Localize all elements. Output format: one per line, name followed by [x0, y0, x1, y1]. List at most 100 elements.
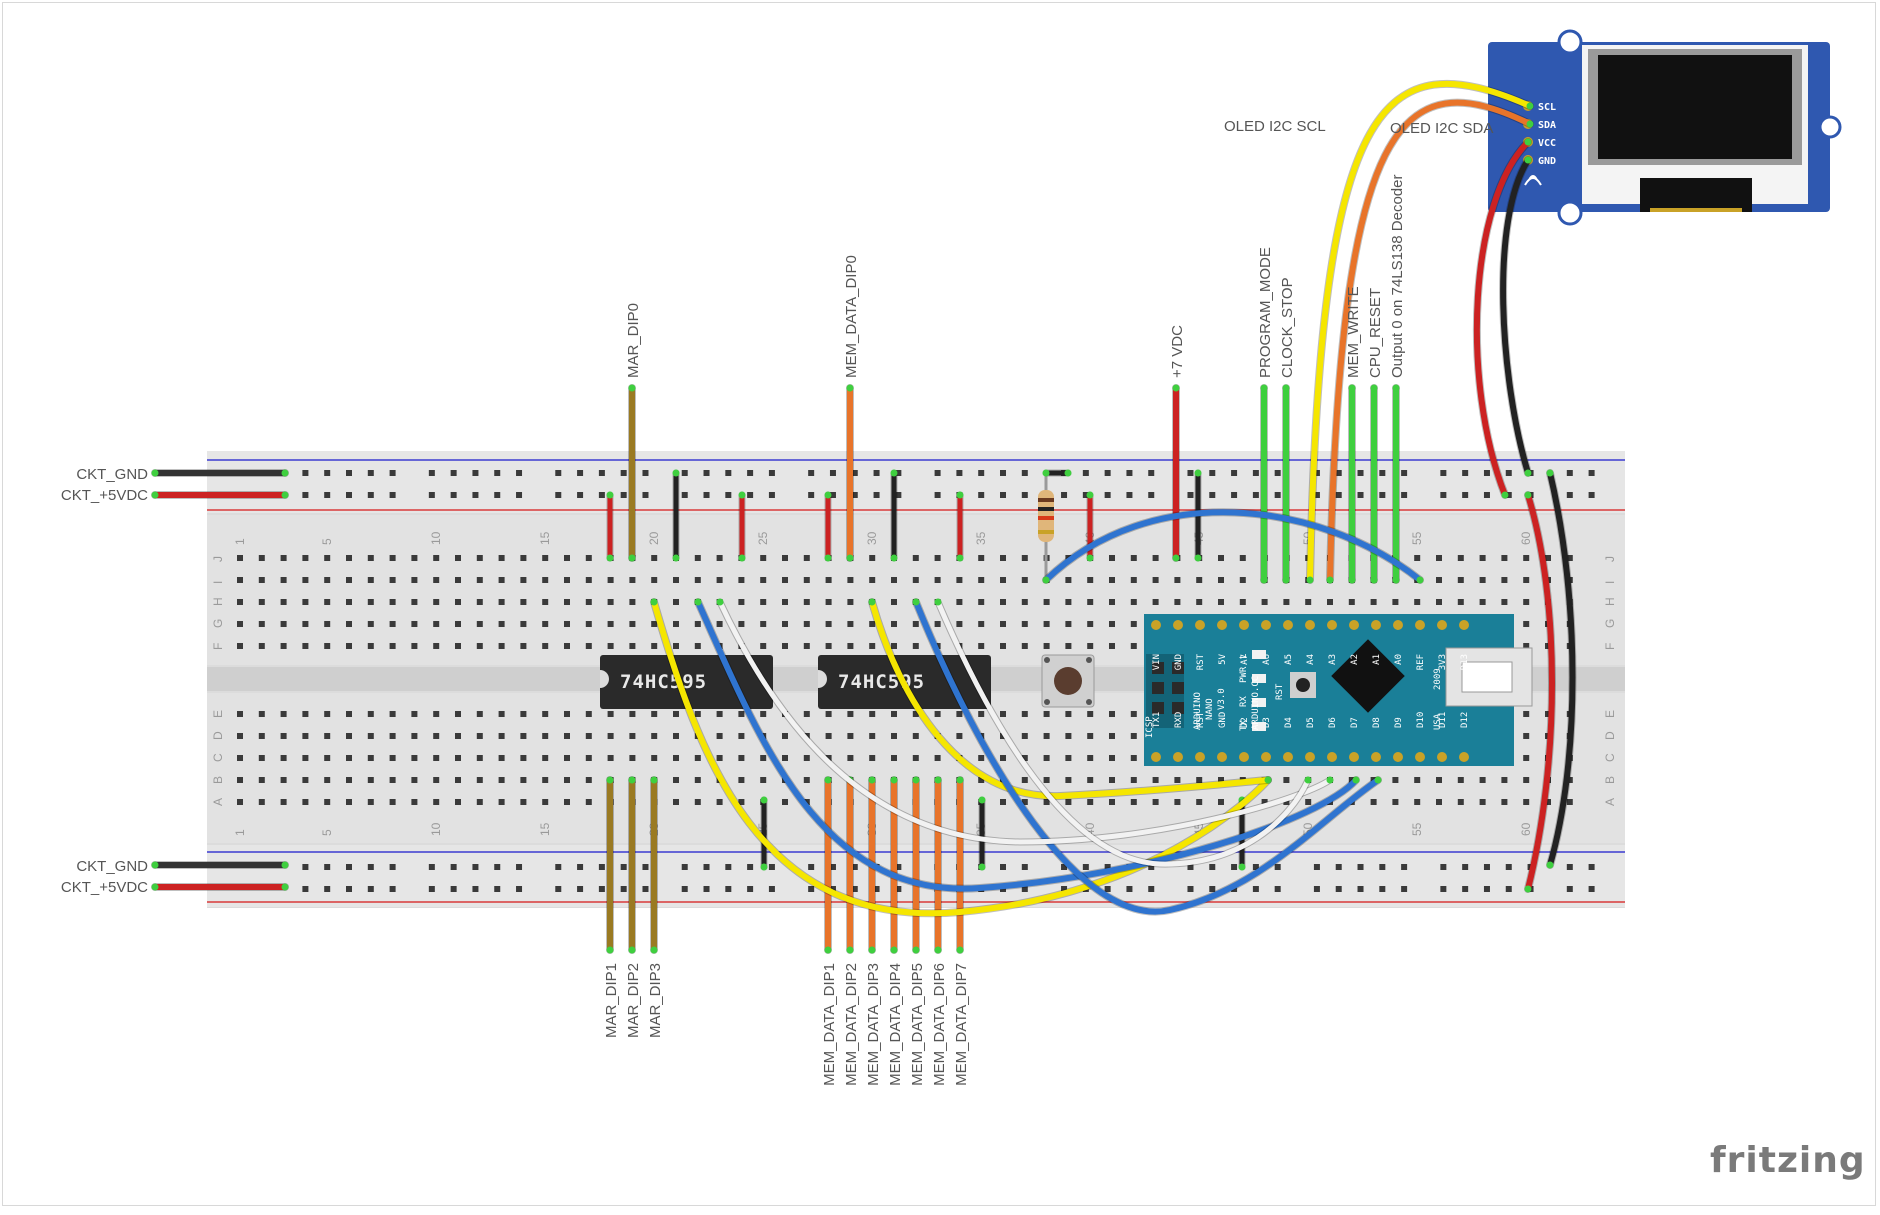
column-number-top: 10 — [429, 531, 443, 545]
resistor[interactable] — [1038, 472, 1054, 580]
column-number-bottom: 15 — [538, 822, 552, 836]
nano-pin-label: D4 — [1284, 717, 1294, 728]
nano-pin — [1261, 620, 1271, 630]
column-number-top: 60 — [1519, 531, 1533, 545]
wire-oled-scl[interactable] — [1307, 80, 1533, 583]
column-number-top: 15 — [538, 531, 552, 545]
row-letter-left: B — [211, 776, 225, 784]
nano-pin-label: GND — [1218, 712, 1228, 728]
nano-pin — [1327, 752, 1337, 762]
nano-led — [1252, 650, 1266, 659]
nano-site-text: ARDUINO.CC — [1251, 676, 1261, 730]
nano-pin — [1393, 620, 1403, 630]
label-mar-bottom: MAR_DIP3 — [647, 963, 664, 1038]
row-letter-right: I — [1603, 581, 1617, 584]
nano-pin — [1371, 620, 1381, 630]
label-cpu-reset: CPU_RESET — [1367, 288, 1384, 378]
wire-blue-1[interactable] — [695, 599, 1359, 892]
nano-brand-text: ARDUINO — [1193, 692, 1203, 730]
row-letter-left: F — [211, 643, 225, 650]
fritzing-logo: fritzing — [1710, 1140, 1866, 1181]
nano-pin-label: D3 — [1262, 717, 1272, 728]
nano-pin-label: TX1 — [1152, 712, 1162, 728]
wire-white-1[interactable] — [717, 599, 1333, 845]
row-letter-left: G — [211, 619, 225, 628]
column-number-top: 30 — [865, 531, 879, 545]
nano-year-text: 2009 — [1433, 668, 1443, 690]
row-letter-left: D — [211, 731, 225, 740]
nano-country-text: USA — [1433, 713, 1443, 730]
nano-pin — [1393, 752, 1403, 762]
wire-white-2[interactable] — [935, 599, 1311, 867]
row-letter-left: E — [211, 710, 225, 718]
nano-pin-label: A5 — [1284, 654, 1294, 665]
wire-vcc-bridge[interactable] — [1525, 492, 1555, 892]
nano-pin — [1371, 752, 1381, 762]
wire-blue-top[interactable] — [1043, 509, 1423, 583]
oled-pin-label: VCC — [1538, 138, 1556, 149]
nano-pin-label: D7 — [1350, 717, 1360, 728]
column-number-bottom: 60 — [1519, 822, 1533, 836]
nano-pin — [1415, 620, 1425, 630]
row-letter-left: H — [211, 597, 225, 606]
wire-yellow-1[interactable] — [651, 599, 1271, 917]
row-letter-right: C — [1603, 753, 1617, 762]
wire-oled-gnd[interactable] — [1500, 157, 1531, 476]
nano-pin — [1349, 752, 1359, 762]
row-letter-left: A — [211, 798, 225, 806]
row-letter-right: J — [1603, 556, 1617, 562]
label-mem-bottom: MEM_DATA_DIP3 — [865, 963, 882, 1086]
chip-1-label: 74HC595 — [620, 671, 707, 693]
label-mem-bottom: MEM_DATA_DIP6 — [931, 963, 948, 1086]
nano-pin — [1459, 620, 1469, 630]
nano-pin — [1173, 620, 1183, 630]
wire-oled-sda[interactable] — [1327, 99, 1533, 583]
rail-label-vcc-top: CKT_+5VDC — [61, 487, 148, 504]
nano-pin — [1151, 752, 1161, 762]
nano-icsp-text: ICSP — [1145, 716, 1155, 738]
oled-scl-caption: OLED I2C SCL — [1224, 118, 1326, 135]
nano-pin-label: D9 — [1394, 717, 1404, 728]
rail-label-vcc-bottom: CKT_+5VDC — [61, 879, 148, 896]
nano-pin-label: VIN — [1152, 654, 1162, 670]
label-clock-stop: CLOCK_STOP — [1279, 277, 1296, 378]
nano-pin-label: A3 — [1328, 654, 1338, 665]
nano-pin-label: D11 — [1438, 712, 1448, 728]
row-letter-right: H — [1603, 597, 1617, 606]
nano-led-label: RX — [1239, 696, 1249, 707]
nano-reset-text: RST — [1275, 683, 1285, 700]
nano-led-label: TX — [1239, 720, 1249, 731]
column-number-top: 5 — [320, 538, 334, 545]
oled-pin-label: GND — [1538, 156, 1556, 167]
label-mar-bottom: MAR_DIP1 — [603, 963, 620, 1038]
row-letter-right: G — [1603, 619, 1617, 628]
arduino-nano[interactable]: VINTX1GNDRXDRSTRST5VGNDA7D2A6D3A5D4A4D5A… — [1144, 614, 1533, 766]
nano-pin — [1459, 752, 1469, 762]
wire-oled-vcc[interactable] — [1473, 139, 1531, 498]
nano-pin-label: D8 — [1372, 717, 1382, 728]
chip-2-label: 74HC595 — [838, 671, 925, 693]
column-number-bottom: 55 — [1410, 822, 1424, 836]
nano-pin-label: A0 — [1394, 654, 1404, 665]
nano-pin-label: D5 — [1306, 717, 1316, 728]
nano-pin — [1239, 752, 1249, 762]
nano-pin — [1195, 620, 1205, 630]
nano-pin-label: D13 — [1460, 654, 1470, 670]
nano-pin — [1437, 752, 1447, 762]
nano-pin — [1239, 620, 1249, 630]
nano-pin-label: GND — [1174, 654, 1184, 670]
push-button[interactable] — [1041, 654, 1095, 708]
nano-led-label: PWR — [1239, 666, 1249, 683]
nano-pin-label: D2 — [1240, 717, 1250, 728]
label-mem-bottom: MEM_DATA_DIP1 — [821, 963, 838, 1086]
nano-pin-label: A1 — [1372, 654, 1382, 665]
column-number-top: 1 — [233, 538, 247, 545]
wire-gnd-bridge[interactable] — [1547, 470, 1576, 868]
nano-pin-label: D12 — [1460, 712, 1470, 728]
wire-blue-2[interactable] — [913, 599, 1381, 915]
nano-pin — [1151, 620, 1161, 630]
